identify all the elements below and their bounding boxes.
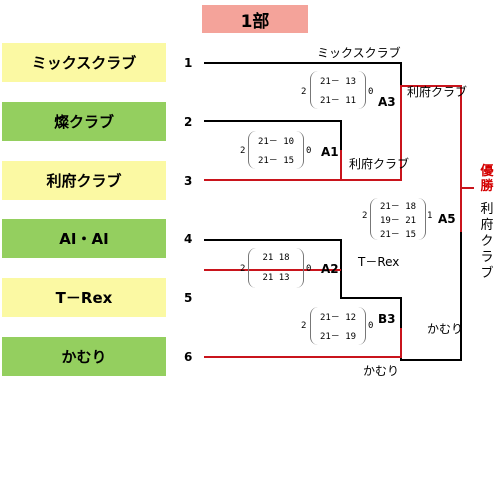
champion-name: 利府クラブ [480,202,494,281]
games-left-a2: 2 [240,264,246,274]
team-box-1: ミックスクラブ [2,43,166,82]
set-score: 21－ 18 [379,201,417,212]
match-id-b3: B3 [378,312,396,326]
set-score: 21－ 15 [379,229,417,240]
bracket-line-team4 [204,239,342,270]
score-box-a3: 21－ 13 21－ 11 [310,71,366,109]
set-score: 21 13 [262,273,290,283]
winner-label-b3: かむり [427,322,464,336]
seed-number: 1 [184,56,193,70]
team-box-6: かむり [2,337,166,376]
seed-number: 3 [184,174,193,188]
match-id-a3: A3 [378,95,396,109]
set-score: 21－ 13 [319,77,357,87]
bracket-line-a2-winner [340,270,402,328]
division-title: 1部 [202,5,308,33]
bracket-line-b3-winner [400,232,462,361]
champion-label: 優勝 [480,164,494,194]
set-score: 21－ 12 [319,313,357,323]
team-box-2: 燦クラブ [2,102,166,141]
bracket-line-a3-winner [400,85,474,189]
games-left-a5: 2 [362,211,368,221]
games-right-a3: 0 [368,87,374,97]
bracket-line-team6 [204,328,402,358]
match-id-a5: A5 [438,212,456,226]
seed-number: 4 [184,232,193,246]
match-top-label-a3: ミックスクラブ [317,46,401,60]
seed-number: 5 [184,291,193,305]
games-left-a1: 2 [240,146,246,156]
team-box-5: T－Rex [2,278,166,317]
score-box-a5: 21－ 18 19－ 21 21－ 15 [370,198,426,240]
winner-label-a3: 利府クラブ [407,85,468,99]
match-id-a1: A1 [321,145,339,159]
games-right-a1: 0 [306,146,312,156]
games-left-b3: 2 [301,321,307,331]
games-right-b3: 0 [368,321,374,331]
score-box-b3: 21－ 12 21－ 19 [310,307,366,345]
set-score: 21－ 15 [257,156,295,166]
games-right-a2: 0 [306,264,312,274]
bracket-line-a1-winner [340,95,402,181]
set-score: 21－ 19 [319,332,357,342]
set-score: 21－ 11 [319,96,357,106]
seed-number: 6 [184,350,193,364]
set-score: 19－ 21 [379,215,417,226]
set-score: 21 18 [262,253,290,263]
games-right-a5: 1 [427,211,433,221]
seed-number: 2 [184,115,193,129]
score-box-a2: 21 18 21 13 [248,248,304,288]
match-bottom-label-b3: かむり [363,364,400,378]
winner-label-a2: T－Rex [358,255,400,269]
match-id-a2: A2 [321,262,339,276]
team-box-3: 利府クラブ [2,161,166,200]
team-box-4: AI・AI [2,219,166,258]
bracket-line-team2 [204,120,342,150]
games-left-a3: 2 [301,87,307,97]
bracket-line-team1 [204,62,402,95]
score-box-a1: 21－ 10 21－ 15 [248,131,304,169]
set-score: 21－ 10 [257,137,295,147]
winner-label-a1: 利府クラブ [349,157,410,171]
